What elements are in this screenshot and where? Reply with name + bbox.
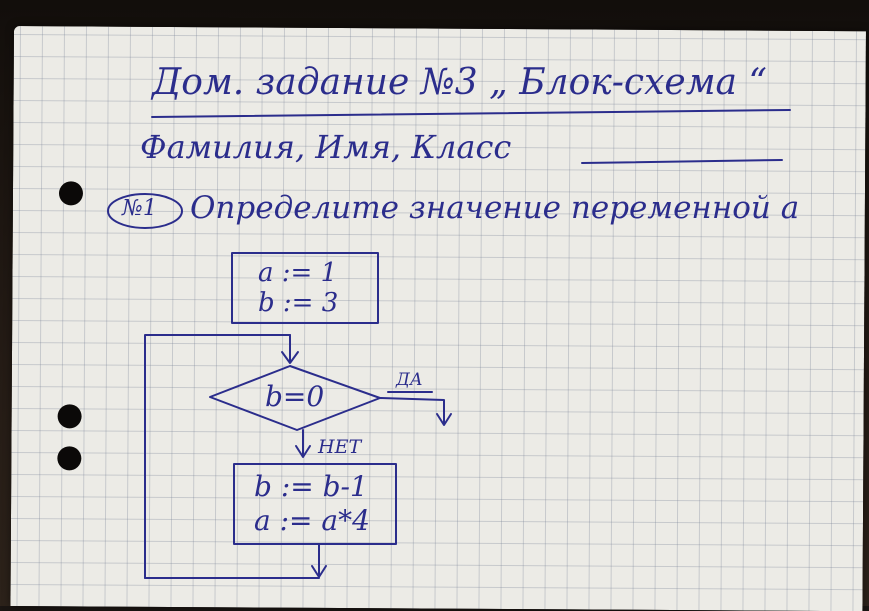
yes-branch-line: [379, 397, 445, 425]
task-prompt: Определите значение переменной a: [190, 190, 800, 226]
loop-back-line: [144, 334, 291, 579]
condition-text: b=0: [265, 380, 325, 413]
student-info-label: Фамилия, Имя, Класс: [140, 128, 512, 166]
title-underline: [151, 109, 791, 118]
student-info-blank-line: [581, 159, 783, 164]
init-block: [231, 252, 379, 324]
task-number: №1: [122, 196, 157, 221]
arrowhead-condition: [281, 351, 299, 364]
loop-body-block: [233, 463, 397, 545]
arrowhead-yes: [436, 413, 452, 426]
task-number-circle: [107, 193, 183, 229]
yes-label: ДА: [396, 370, 423, 390]
page-title: Дом. задание №3 „ Блок-схема “: [152, 62, 767, 103]
no-label: НЕТ: [318, 436, 362, 458]
init-line-1: a := 1: [258, 258, 338, 288]
loop-line-2: a := a*4: [254, 504, 370, 537]
init-line-2: b := 3: [258, 288, 339, 318]
loop-line-1: b := b-1: [254, 470, 368, 503]
arrowhead-no: [295, 445, 311, 458]
